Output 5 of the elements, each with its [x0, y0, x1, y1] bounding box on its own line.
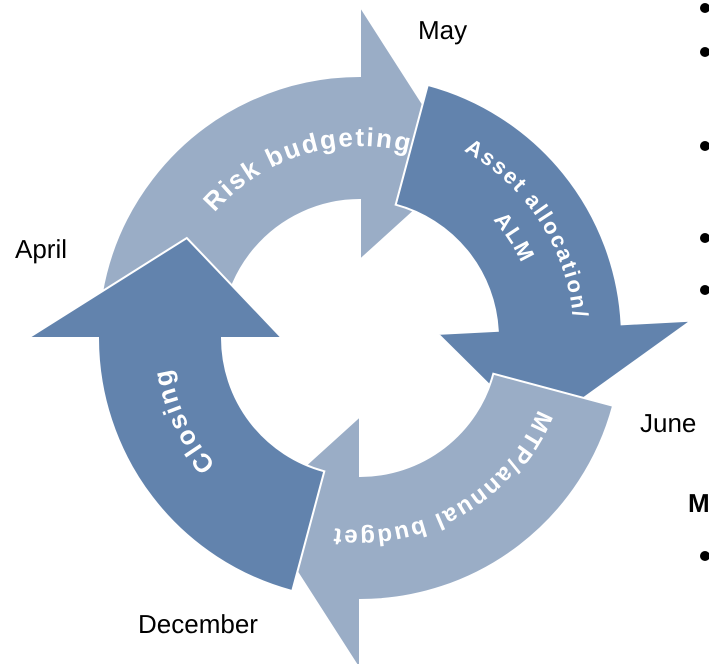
month-label: June [640, 410, 696, 436]
month-label: December [138, 611, 258, 637]
month-label: May [418, 17, 468, 43]
month-label: April [15, 236, 68, 262]
month-label: M [688, 490, 709, 516]
